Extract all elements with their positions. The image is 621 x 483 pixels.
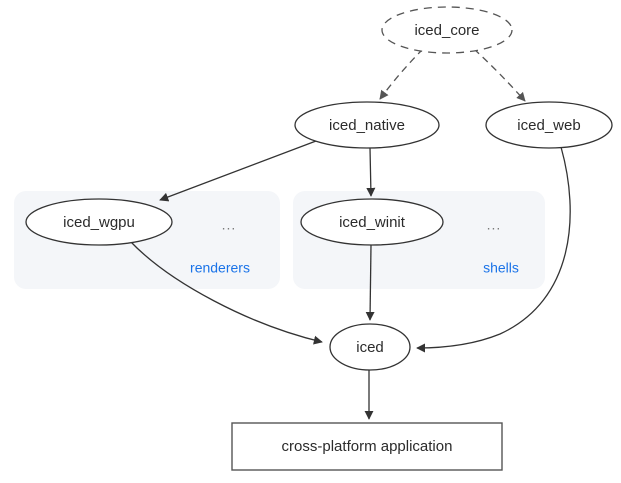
cluster-shells-label: shells bbox=[483, 260, 519, 276]
node-cross-platform-application[interactable]: cross-platform application bbox=[231, 422, 503, 471]
edge-native-to-winit bbox=[366, 147, 376, 197]
node-iced-web[interactable]: iced_web bbox=[485, 101, 613, 149]
renderers-more-ellipsis-icon: ... bbox=[222, 217, 237, 233]
node-iced-native[interactable]: iced_native bbox=[294, 101, 440, 149]
edge-wgpu-to-iced bbox=[129, 240, 323, 345]
edge-core-to-web bbox=[473, 48, 526, 102]
node-cross-platform-application-label: cross-platform application bbox=[282, 438, 453, 455]
cluster-renderers-label: renderers bbox=[190, 260, 250, 276]
node-iced-shape[interactable] bbox=[329, 323, 411, 371]
node-iced-label: iced bbox=[356, 339, 384, 356]
shells-more-ellipsis-icon: ... bbox=[487, 217, 502, 233]
node-iced-native-label: iced_native bbox=[329, 117, 405, 134]
node-cross-platform-application-shape[interactable] bbox=[231, 422, 503, 471]
edge-web-to-iced bbox=[416, 146, 571, 353]
node-iced-native-shape[interactable] bbox=[294, 101, 440, 149]
node-iced-core-label: iced_core bbox=[414, 22, 479, 39]
node-iced-winit-label: iced_winit bbox=[339, 214, 406, 231]
node-iced-winit-shape[interactable] bbox=[300, 198, 444, 246]
node-iced-wgpu-shape[interactable] bbox=[25, 198, 173, 246]
node-iced-winit[interactable]: iced_winit bbox=[300, 198, 444, 246]
node-iced-web-label: iced_web bbox=[517, 117, 580, 134]
node-iced-core[interactable]: iced_core bbox=[381, 6, 513, 54]
node-iced-core-shape[interactable] bbox=[381, 6, 513, 54]
edge-core-to-native bbox=[379, 48, 424, 100]
edge-native-to-wgpu bbox=[159, 140, 317, 202]
node-iced-wgpu-label: iced_wgpu bbox=[63, 214, 135, 231]
node-iced[interactable]: iced bbox=[329, 323, 411, 371]
edge-winit-to-iced bbox=[365, 244, 375, 321]
node-iced-web-shape[interactable] bbox=[485, 101, 613, 149]
node-iced-wgpu[interactable]: iced_wgpu bbox=[25, 198, 173, 246]
